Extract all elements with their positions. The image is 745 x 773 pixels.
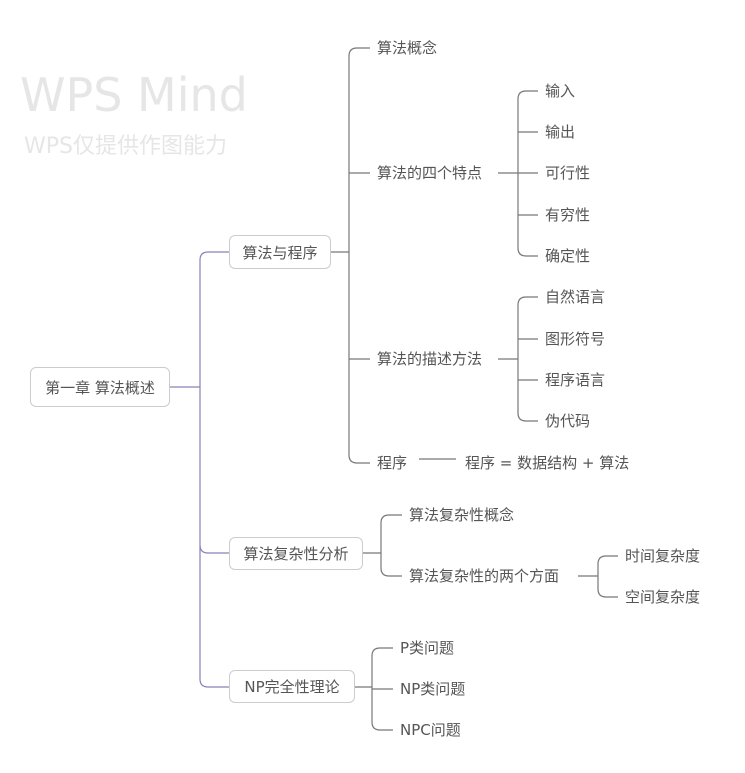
- leaf-space-complexity[interactable]: 空间复杂度: [625, 588, 701, 606]
- branch-label: NP完全性理论: [244, 678, 340, 696]
- node-four-features[interactable]: 算法的四个特点: [377, 164, 483, 182]
- node-complexity-concept[interactable]: 算法复杂性概念: [409, 506, 515, 524]
- child-connectors: [331, 47, 618, 731]
- node-np-problems[interactable]: NP类问题: [400, 680, 466, 698]
- branch-label: 算法与程序: [242, 243, 318, 262]
- leaf-programming-language[interactable]: 程序语言: [545, 371, 606, 389]
- leaf-time-complexity[interactable]: 时间复杂度: [625, 547, 701, 565]
- node-algorithm-concept[interactable]: 算法概念: [377, 39, 438, 57]
- leaf-finiteness[interactable]: 有穷性: [545, 206, 591, 224]
- node-program[interactable]: 程序: [377, 454, 408, 472]
- node-complexity-aspects[interactable]: 算法复杂性的两个方面: [409, 567, 560, 585]
- leaf-natural-language[interactable]: 自然语言: [545, 288, 606, 306]
- leaf-pseudocode[interactable]: 伪代码: [545, 412, 591, 430]
- leaf-determinism[interactable]: 确定性: [545, 247, 591, 265]
- root-node[interactable]: 第一章 算法概述: [30, 367, 170, 407]
- leaf-output[interactable]: 输出: [545, 123, 576, 141]
- branch-np[interactable]: NP完全性理论: [229, 670, 355, 703]
- root-connectors: [170, 251, 229, 688]
- leaf-input[interactable]: 输入: [545, 82, 576, 100]
- leaf-graphic-symbols[interactable]: 图形符号: [545, 330, 606, 348]
- branch-label: 算法复杂性分析: [243, 545, 349, 563]
- leaf-feasibility[interactable]: 可行性: [545, 164, 591, 182]
- node-description-methods[interactable]: 算法的描述方法: [377, 350, 483, 368]
- branch-algorithm-program[interactable]: 算法与程序: [229, 235, 331, 269]
- node-npc-problems[interactable]: NPC问题: [400, 721, 461, 739]
- leaf-program-formula[interactable]: 程序 = 数据结构 + 算法: [465, 454, 630, 472]
- node-p-problems[interactable]: P类问题: [400, 639, 455, 657]
- root-label: 第一章 算法概述: [45, 378, 155, 397]
- branch-complexity[interactable]: 算法复杂性分析: [229, 537, 363, 570]
